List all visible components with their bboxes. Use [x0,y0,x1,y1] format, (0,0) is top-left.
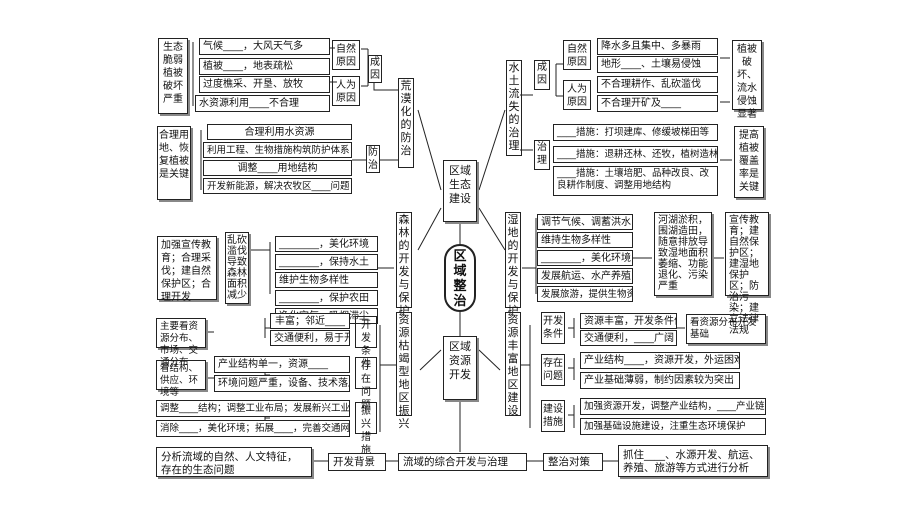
bl-prob-item-1: 环境问题严重，设备、技术落后 [214,375,350,392]
tl-prevent-item-3: 开发新能源，解决农牧区____问题 [203,178,352,194]
br-cond-item-1: 交通便利，____广阔 [580,330,677,346]
bl-cond-item-0: 丰富；邻近____ [270,313,350,329]
tl-spine: 荒漠化的防治 [398,78,414,168]
mr-spine: 湿地的开发与保护 [505,212,521,317]
tl-item-2: 过度樵采、开垦、放牧 [199,76,330,93]
tl-left-note: 生态脆弱植被破坏严重 [158,38,188,114]
tl-prevent-item-0: 合理利用水资源 [207,124,352,140]
bottom-right: 抓住____、水源开发、航运、养殖、旅游等方式进行分析 [618,445,768,477]
bottom-bg: 开发背景 [328,453,386,471]
ml-item-0: ________，美化环境 [275,236,378,252]
bl-cond-note: 主要看资源分布、市场、交通分布 [156,318,206,368]
tl-prevent-item-1: 利用工程、生物措施构筑防护体系 [203,142,352,158]
tr-treat-item-1: ____措施：退耕还林、还牧，植树造林 [553,146,718,163]
hub-resource: 区域资源开发 [443,336,477,400]
ml-item-2: 维护生物多样性 [275,272,378,288]
br-spine: 资源丰富地区建设 [505,312,521,417]
ml-note: 加强宣传教育；合理采伐；建自然保护区；合理开发 [157,236,217,303]
bl-meas-item-1: 消除____，美化环境；拓展____，完善交通网 [156,420,350,437]
br-meas: 建设措施 [541,400,565,432]
br-cond-item-0: 资源丰富，开发条件优越 [580,313,677,329]
tr-cause: 成因 [534,60,550,90]
bl-prob-note: 看结构、供应、环境等 [156,360,206,398]
tr-spine: 水土流失的治理 [506,60,522,156]
tl-natural: 自然原因 [332,40,360,70]
tr-item-3: 不合理开矿及____ [597,95,718,112]
tr-note2: 提高植被覆盖率是关键 [734,126,764,198]
ml-item-3: ________，保护农田 [275,290,378,306]
tr-note1: 植被破坏、流水侵蚀显著 [732,40,762,120]
tr-item-1: 地形____、土壤易侵蚀 [597,56,718,73]
mr-cause: 河湖淤积，围湖造田，随意排放导致湿地面积萎缩、功能退化、污染严重 [654,212,712,296]
center-title: 区域整治 [444,244,476,312]
tr-human: 人为原因 [563,80,591,110]
tr-item-2: 不合理耕作、乱砍滥伐 [597,76,718,93]
bottom-center: 流域的综合开发与治理 [398,453,527,471]
bl-meas-item-0: 调整____结构；调整工业布局；发展新兴工业 [156,400,350,417]
bl-spine: 资源枯竭型地区振兴 [396,312,412,430]
mr-item-2: ________，美化环境 [537,250,633,266]
ml-cause: 乱砍滥伐导致森林面积减少 [225,232,249,304]
tl-item-3: 水资源利用____不合理 [195,95,330,112]
ml-item-1: ________，保持水土 [275,254,378,270]
bl-prob-item-0: 产业结构单一，资源____ [214,356,350,373]
tr-item-0: 降水多且集中、多暴雨 [597,38,718,55]
tl-human: 人为原因 [332,76,360,106]
bl-prob: 存在问题 [355,357,377,411]
mr-item-3: 发展航运、水产养殖 [537,268,633,284]
mr-note: 宣传教育；建自然保护区；建湿地保护区；防治污染；建立法律法规 [725,212,769,336]
tr-treat: 治理 [534,140,550,170]
br-prob-item-1: 产业基础薄弱，制约因素较为突出 [580,372,740,389]
tl-prevent-note: 合理用地、恢复植被是关键 [157,126,191,200]
mr-item-0: 调节气候、调蓄洪水 [537,214,633,230]
br-meas-item-1: 加强基础设施建设，注重生态环境保护 [580,418,766,435]
mr-item-4: 发展旅游，提供生物资源 [537,286,633,302]
tl-cause: 成因 [368,55,382,83]
bottom-meas: 整治对策 [543,453,603,471]
tr-treat-item-2: ____措施：土壤培肥、品种改良、改良耕作制度、调整用地结构 [553,166,718,196]
bl-meas: 振兴措施 [355,402,377,456]
bl-cond: 开发条件 [355,316,377,370]
tl-item-0: 气候____，大风天气多 [199,38,330,55]
mr-item-1: 维持生物多样性 [537,232,633,248]
br-prob-item-0: 产业结构____，资源开发，外运困难 [580,352,740,369]
br-prob: 存在问题 [541,354,565,386]
ml-spine: 森林的开发与保护 [396,212,412,317]
br-cond: 开发条件 [541,312,565,344]
tl-prevent: 防治 [366,145,380,173]
tr-natural: 自然原因 [563,40,591,70]
tr-treat-item-0: ____措施：打坝建库、修缓坡梯田等 [553,124,718,141]
bottom-left: 分析流域的自然、人文特征，存在的生态问题 [156,447,312,477]
tl-prevent-item-2: 调整____用地结构 [203,160,352,176]
br-meas-item-0: 加强资源开发，调整产业结构，____产业链 [580,398,766,415]
tl-item-1: 植被____，地表疏松 [199,58,330,75]
br-cond-note: 看资源分布开发基础 [686,314,766,344]
hub-ecology: 区域生态建设 [443,160,477,222]
